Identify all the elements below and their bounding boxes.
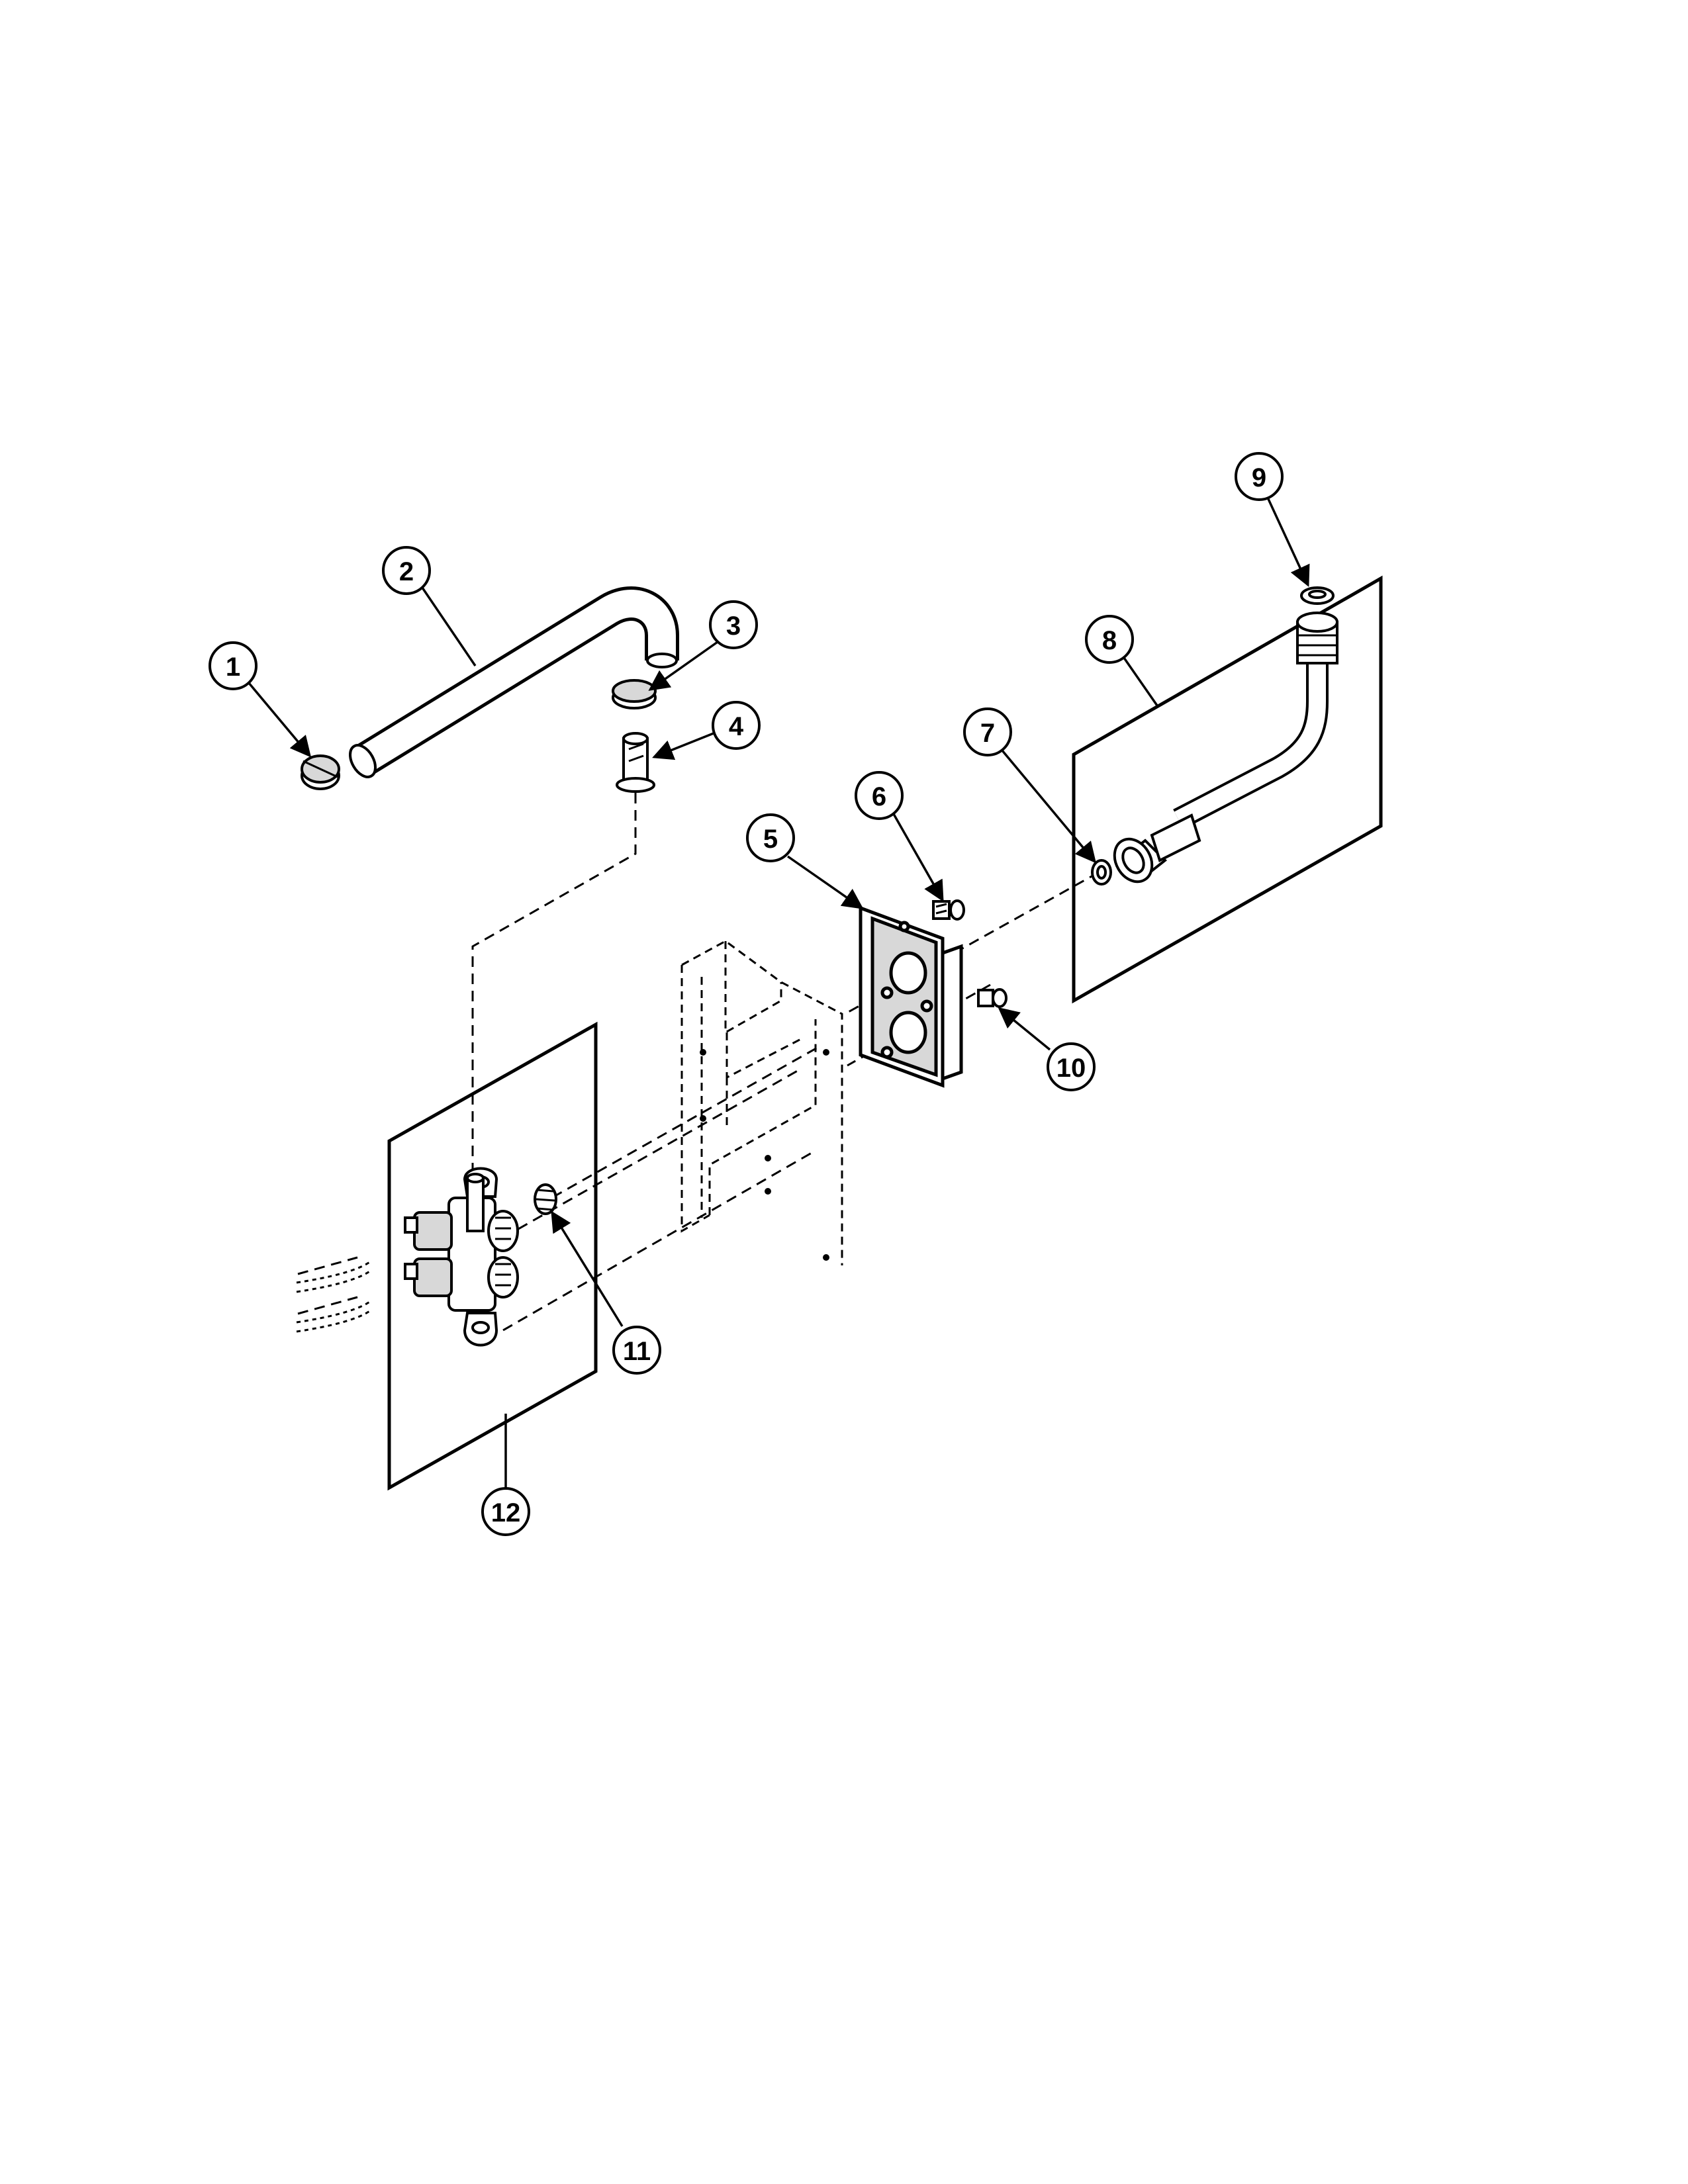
callout-10: 10	[1047, 1042, 1096, 1091]
callout-3: 3	[709, 600, 758, 649]
callout-label-6: 6	[872, 782, 886, 811]
valve-mounting-bracket	[859, 905, 963, 1088]
callout-label-10: 10	[1056, 1054, 1086, 1083]
hose-clamp-large	[612, 679, 657, 709]
hose-washer	[1091, 859, 1112, 886]
inlet-tube	[349, 586, 679, 778]
callout-9: 9	[1235, 452, 1284, 501]
callout-8: 8	[1085, 615, 1134, 664]
inlet-screen	[534, 1183, 557, 1215]
cabinet-rear-panel	[680, 940, 843, 1265]
callout-label-3: 3	[726, 612, 741, 641]
callout-4: 4	[712, 701, 761, 750]
callout-label-1: 1	[226, 653, 240, 682]
callouts: 1 2 3 4 5 6 7 8	[209, 452, 1284, 1536]
valve-wire-harness	[296, 1260, 371, 1333]
callout-label-8: 8	[1102, 626, 1117, 655]
callout-label-5: 5	[763, 825, 778, 854]
callout-2: 2	[382, 546, 431, 595]
hose-clamp-small	[301, 754, 340, 790]
fill-hose-panel	[1072, 575, 1383, 1004]
callout-7: 7	[963, 707, 1012, 756]
cabinet-panel-holes	[700, 1049, 829, 1261]
callout-5: 5	[746, 813, 795, 862]
callout-label-9: 9	[1252, 463, 1266, 492]
hose-end-washer	[1300, 586, 1335, 605]
callout-label-12: 12	[491, 1498, 521, 1527]
callout-6: 6	[855, 771, 904, 820]
water-inlet-valve	[404, 1167, 519, 1347]
bracket-screw-upper	[932, 899, 965, 921]
bracket-screw-lower	[977, 988, 1008, 1008]
callout-label-7: 7	[980, 719, 995, 748]
callout-label-11: 11	[623, 1337, 651, 1366]
inlet-nozzle	[616, 732, 655, 793]
fill-hose	[1113, 612, 1338, 884]
callout-11: 11	[612, 1326, 661, 1375]
leader-lines	[248, 498, 1310, 1489]
valve-assembly-panel	[387, 1021, 598, 1491]
callout-12: 12	[481, 1487, 530, 1536]
callout-label-2: 2	[399, 557, 414, 586]
callout-label-4: 4	[729, 712, 744, 741]
callout-1: 1	[209, 641, 258, 690]
